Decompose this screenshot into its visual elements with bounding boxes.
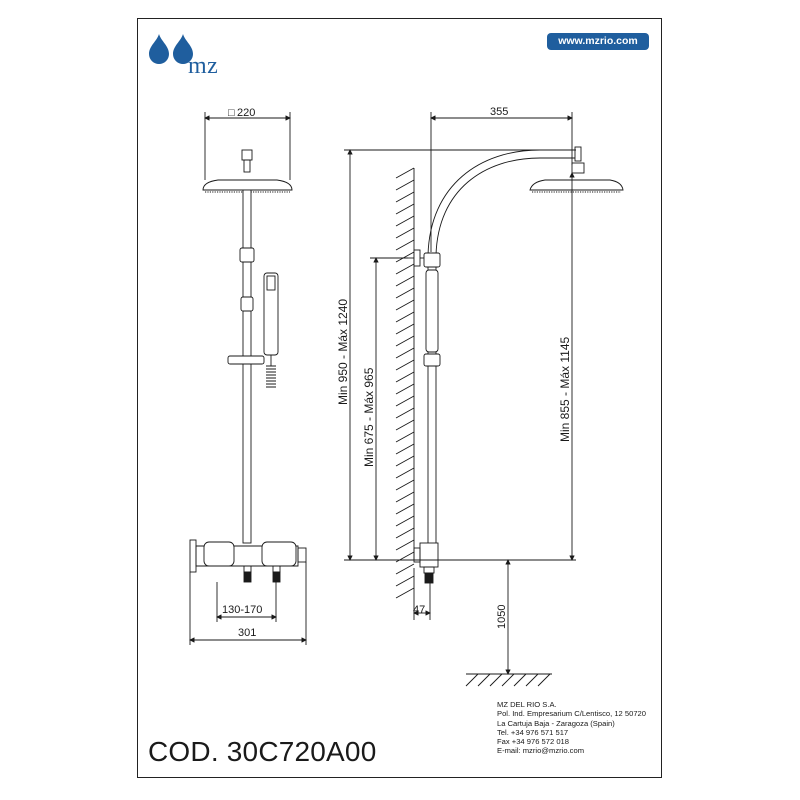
company-fax: Fax +34 976 572 018 <box>497 737 569 747</box>
company-phone: Tel. +34 976 571 517 <box>497 727 569 737</box>
inlet-spacing-label: 130-170 <box>222 604 262 616</box>
water-drops-logo-icon <box>149 34 193 64</box>
floor-height-label: 1050 <box>496 605 508 629</box>
company-address: Pol. Ind. Empresarium C/Lentisco, 12 507… <box>497 709 647 719</box>
product-code: COD. 30C720A00 <box>148 736 377 767</box>
company-city: La Cartuja Baja - Zaragoza (Spain) <box>497 718 615 728</box>
company-name: MZ DEL RIO S.A. <box>497 700 557 709</box>
sheet-frame <box>137 18 662 778</box>
arm-reach-label: 355 <box>490 106 508 118</box>
wall-offset-label: 47 <box>413 604 425 616</box>
handset-height-label: Min 675 - Máx 965 <box>362 367 376 467</box>
head-size-symbol: □ <box>228 107 235 119</box>
company-info: MZ DEL RIO S.A. Pol. Ind. Empresarium C/… <box>497 700 646 756</box>
head-height-label: Min 855 - Máx 1145 <box>558 337 572 442</box>
brand-logo-text: mz <box>188 53 219 79</box>
mixer-width-label: 301 <box>238 627 256 639</box>
website-badge[interactable]: www.mzrio.com <box>547 33 649 50</box>
total-height-label: Min 950 - Máx 1240 <box>336 299 350 405</box>
head-size-label: 220 <box>237 107 255 119</box>
company-email[interactable]: E-mail: mzrio@mzrio.com <box>497 746 585 756</box>
